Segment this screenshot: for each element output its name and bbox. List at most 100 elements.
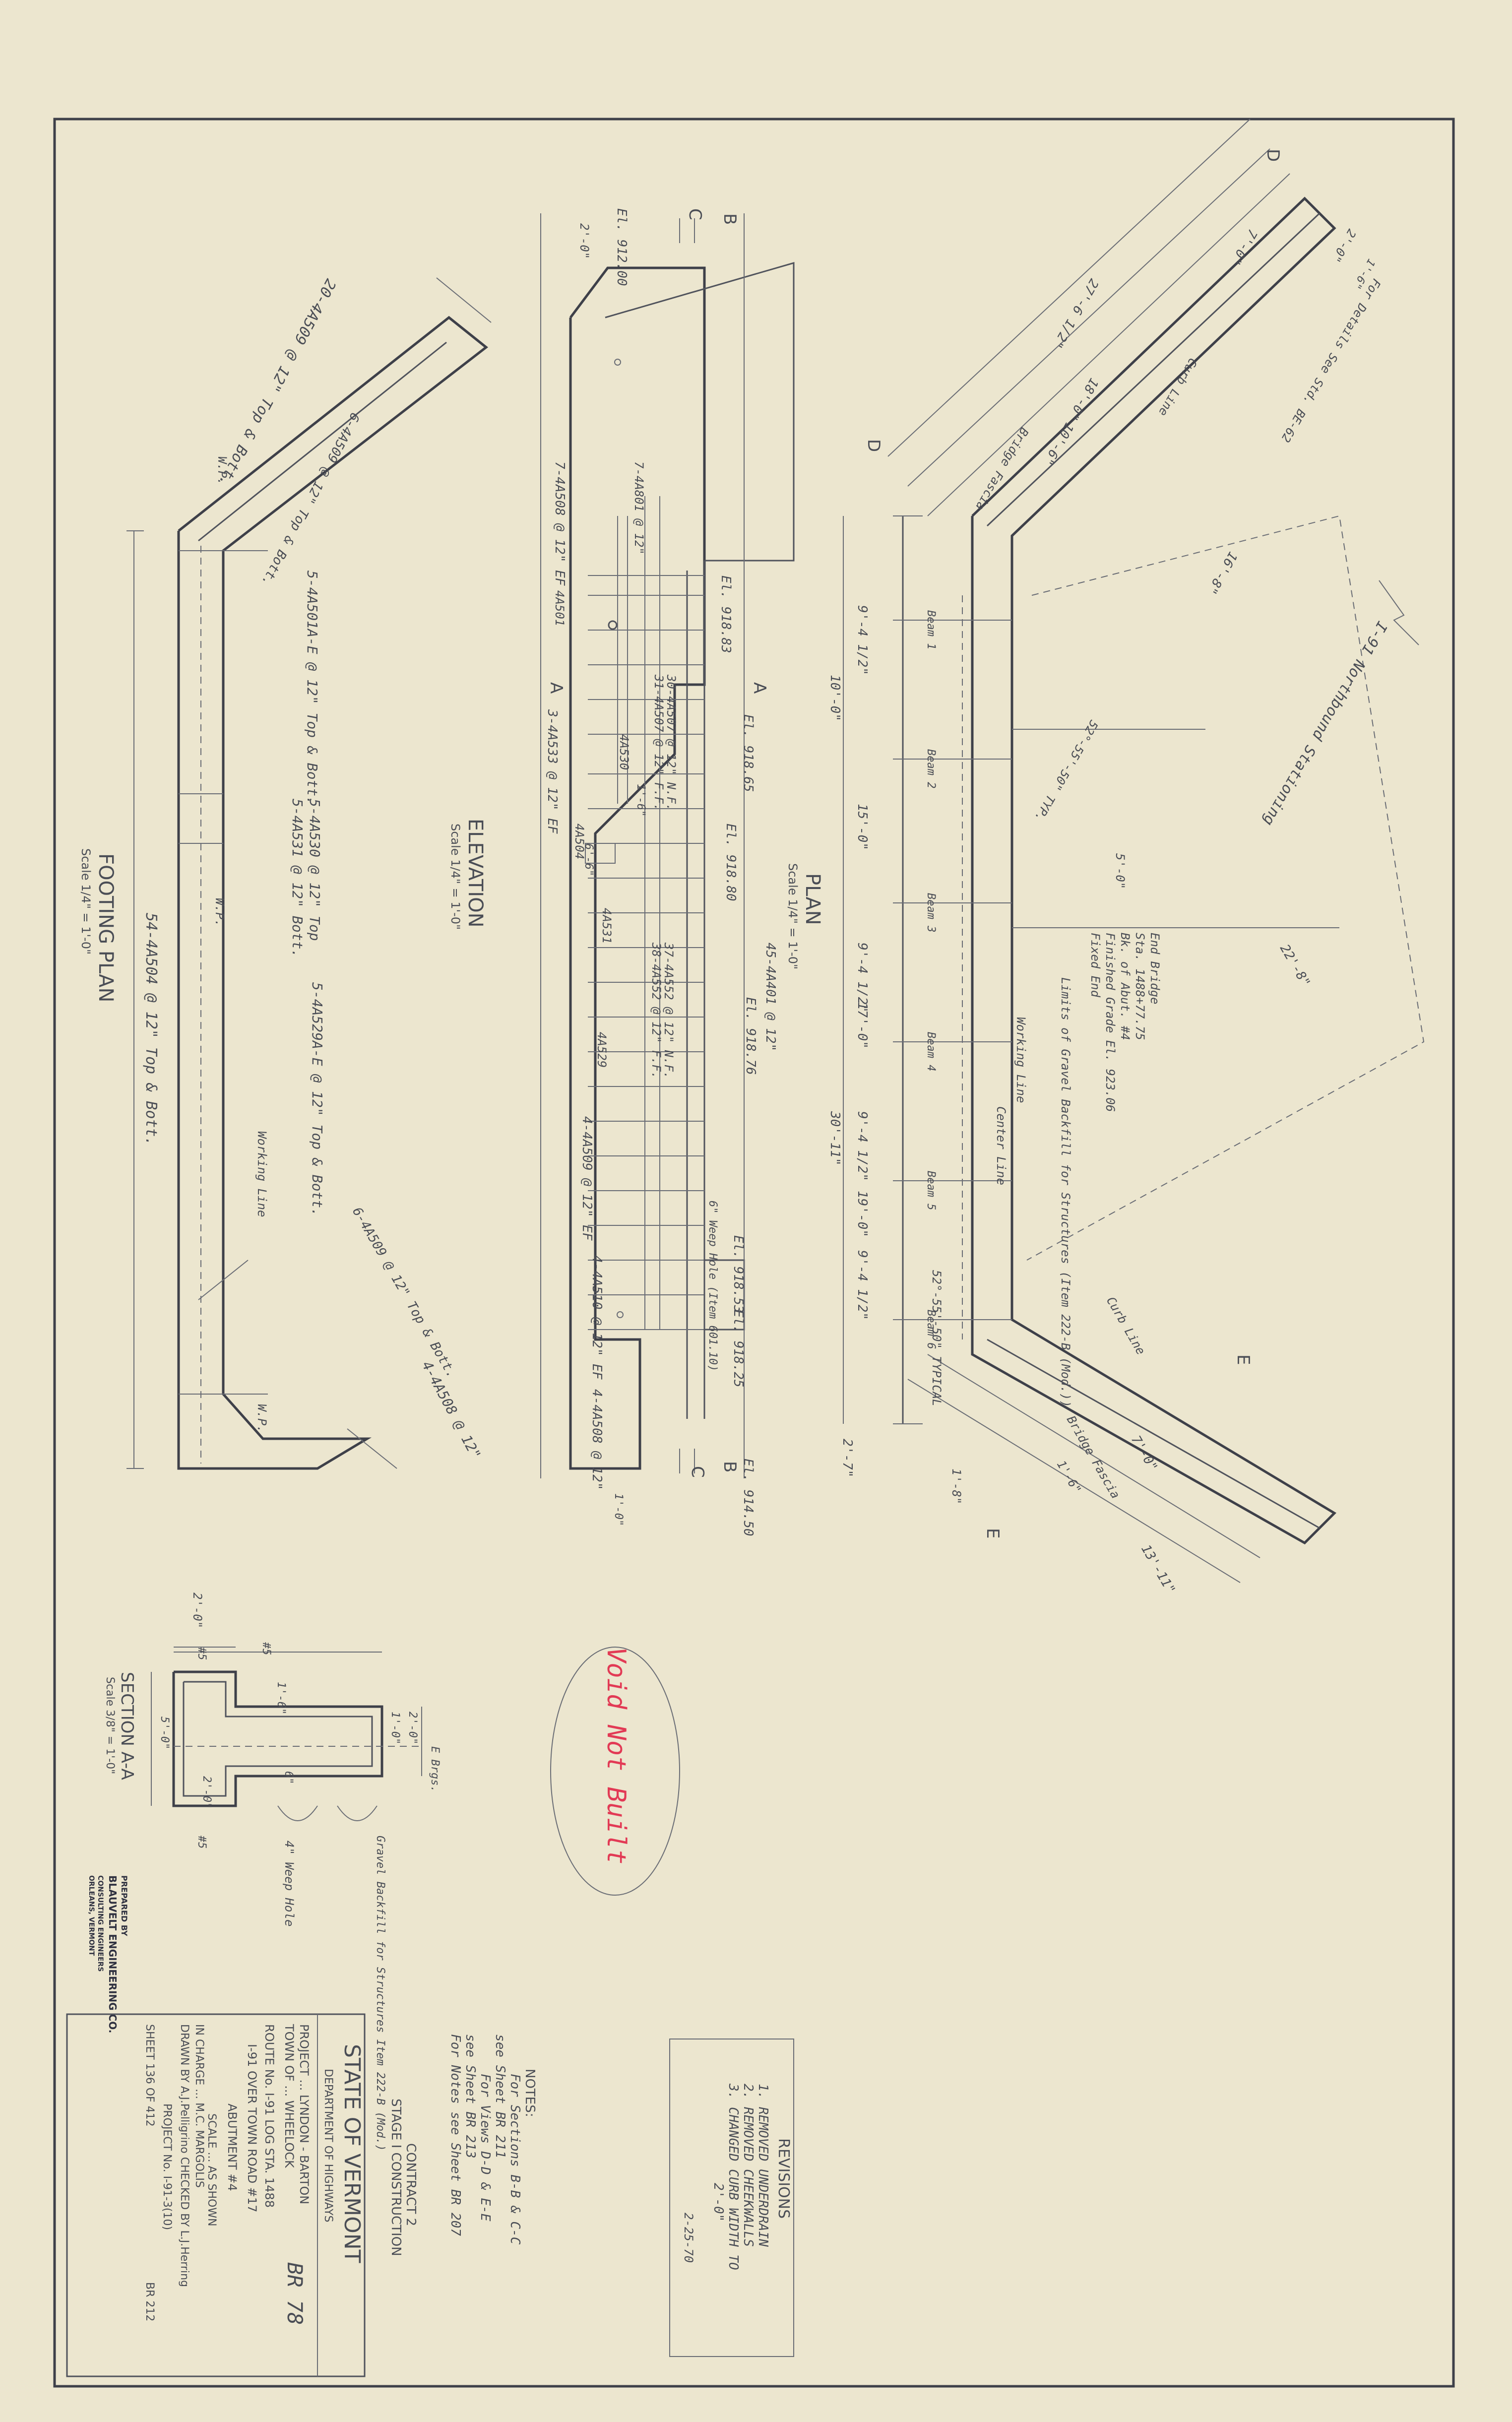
- notes-heading: NOTES:: [522, 2069, 537, 2117]
- section-mark-a: A: [750, 682, 769, 694]
- notes-block: NOTES: For Sections B-B & C-C see Sheet …: [448, 2034, 537, 2245]
- plan-dim: 10'-0": [827, 675, 842, 721]
- elevation-label: 31-4A507 @ 12" F.F.: [652, 674, 666, 811]
- section-mark-e: E: [983, 1528, 1003, 1538]
- town-line: TOWN OF ... WHEELOCK: [282, 2024, 296, 2168]
- route-line: ROUTE No. I-91 LOG STA. 1488: [262, 2024, 276, 2208]
- revision-item: 2. REMOVED CHEEKWALLS: [741, 2084, 756, 2247]
- elevation-label: El. 918.83: [718, 575, 733, 653]
- elevation-label: 4-4A508 @ 12": [589, 1389, 604, 1490]
- elevation-dim: 2'-0": [577, 223, 591, 259]
- plan-label: Bk. of Abut. #4: [1118, 933, 1132, 1040]
- bar-mark: #5: [260, 1642, 272, 1656]
- structure-line: ABUTMENT #4: [225, 2103, 239, 2191]
- bar-mark: #5: [195, 1835, 208, 1849]
- section-dim: 2'-0": [190, 1593, 204, 1628]
- plan-label: Fixed End: [1088, 933, 1102, 998]
- plan-label: Finished Grade El. 923.06: [1103, 933, 1117, 1112]
- elevation-label: El. 918.65: [741, 714, 756, 792]
- elevation-label: 38-4A552 @ 12" F.F.: [649, 942, 663, 1079]
- svg-text:PREPARED BY: PREPARED BY: [120, 1875, 129, 1936]
- section-mark-c: C: [685, 208, 705, 220]
- note-line: For Notes see Sheet BR 207: [448, 2034, 463, 2236]
- elevation-label: 6" Weep Hole (Item 601.10): [706, 1201, 719, 1371]
- plan-scale: Scale 1/4" = 1'-0": [786, 863, 800, 969]
- beam-label: Beam 1: [925, 610, 937, 649]
- title-block: STATE OF VERMONT DEPARTMENT OF HIGHWAYS …: [66, 2013, 366, 2377]
- plan-dim: 9'-4 1/2": [855, 943, 870, 1013]
- footing-label: 5-4A501A-E @ 12" Top & Bott.: [304, 571, 320, 805]
- section-mark-e: E: [1233, 1354, 1253, 1365]
- contract-label: CONTRACT 2: [403, 2143, 418, 2226]
- note-line: see Sheet BR 213: [463, 2034, 478, 2158]
- section-mark-a: A: [546, 682, 566, 694]
- crossing-line: I-91 OVER TOWN ROAD #17: [245, 2044, 259, 2212]
- elevation-dim: 1'-0": [612, 1493, 625, 1526]
- section-dim: 1'-0": [389, 1712, 401, 1744]
- elevation-label: 37-4A552 @ 12" N.F.: [662, 942, 676, 1079]
- bridge-number: BR 78: [283, 2262, 307, 2325]
- revision-item: 1. REMOVED UNDERDRAIN: [756, 2084, 770, 2247]
- working-line-label: Working Line: [255, 1131, 269, 1217]
- section-mark-b: B: [720, 213, 740, 225]
- drawn-line: DRAWN BY A.J.Pelligrino CHECKED BY L.J.H…: [178, 2024, 190, 2287]
- elevation-label: 4A530: [617, 734, 631, 770]
- beam-label: Beam 6: [925, 1310, 937, 1349]
- plan-label: End Bridge: [1148, 933, 1162, 1005]
- prepared-by-stamp: PREPARED BY BLAUVELT ENGINEERING CO. CON…: [87, 1875, 129, 2033]
- elevation-drawing: [540, 213, 795, 1478]
- elevation-label: 4-4A509 @ 12" EF: [579, 1116, 594, 1241]
- revisions-heading: REVISIONS: [775, 2138, 792, 2219]
- revision-item: 2'-0": [711, 2183, 726, 2222]
- void-not-built-stamp: Void Not Built: [601, 1647, 631, 1864]
- elevation-title: ELEVATION: [464, 819, 487, 928]
- elevation-label: El. 918.80: [723, 824, 738, 901]
- sheet-border: [53, 118, 1455, 2388]
- plan-label: Center Line: [994, 1106, 1008, 1185]
- project-number-line: PROJECT No. I-91-3(10): [161, 2103, 173, 2230]
- svg-text:BLAUVELT ENGINEERING CO.: BLAUVELT ENGINEERING CO.: [107, 1875, 119, 2033]
- bar-mark: #5: [195, 1647, 208, 1660]
- elevation-label: El. 914.50: [741, 1459, 756, 1536]
- elevation-label: 4A531: [600, 908, 614, 944]
- plan-dim: 1'-8": [949, 1468, 963, 1504]
- sheet-number-line: SHEET 136 OF 412: [143, 2024, 156, 2127]
- elevation-label: 45-4A401 @ 12": [763, 943, 778, 1051]
- section-dim: 5'-0": [158, 1717, 171, 1749]
- work-point-label: W.P.: [213, 898, 227, 927]
- elevation-label: El. 918.53: [731, 1235, 746, 1313]
- section-mark-c: C: [688, 1466, 707, 1478]
- elevation-label: 4A504: [572, 824, 586, 859]
- section-aa-scale: Scale 3/8" = 1'-0": [104, 1677, 116, 1774]
- plan-label: Limits of Gravel Backfill for Structures…: [1059, 977, 1072, 1407]
- revision-date: 2-25-70: [682, 2213, 695, 2263]
- section-aa-drawing: [151, 1647, 422, 1821]
- plan-dim: 9'-4 1/2": [855, 605, 870, 675]
- beam-label: Beam 5: [925, 1171, 937, 1210]
- note-line: For Sections B-B & C-C: [507, 2074, 522, 2245]
- plan-dim: 9'-4 1/2": [855, 1111, 870, 1181]
- scale-line: SCALE ... AS SHOWN: [205, 2113, 218, 2227]
- backfill-label: Gravel Backfill for Structures Item 222-…: [374, 1836, 386, 2151]
- plan-dim: 9'-4 1/2": [855, 1250, 870, 1320]
- void-stamp-circle: [550, 1647, 680, 1896]
- bearing-label: E Brgs.: [429, 1746, 441, 1792]
- section-dim: 2'-0": [200, 1776, 213, 1809]
- section-mark-b: B: [720, 1461, 740, 1472]
- footing-plan-drawing: [126, 277, 492, 1470]
- footing-label: 5-4A530 @ 12" Top: [307, 799, 323, 941]
- svg-text:ORLEANS, VERMONT: ORLEANS, VERMONT: [87, 1875, 95, 1956]
- elevation-label: 30-4A507 @ 12" N.F.: [664, 674, 678, 811]
- revisions-block: REVISIONS 1. REMOVED UNDERDRAIN 2. REMOV…: [669, 2039, 794, 2357]
- plan-dim: 5'-0": [1113, 853, 1127, 889]
- section-dim: 6": [282, 1771, 295, 1785]
- section-aa-title: SECTION A-A: [117, 1672, 137, 1780]
- work-point-label: W.P.: [255, 1404, 269, 1433]
- elevation-label: 7-4A801 @ 12": [632, 461, 646, 555]
- plan-label: Sta. 1488+77.75: [1133, 933, 1147, 1040]
- beam-label: Beam 3: [925, 893, 937, 932]
- plan-dim: 30'-11": [827, 1111, 842, 1166]
- in-charge-line: IN CHARGE ... M.C. MARGOLIS: [193, 2024, 205, 2188]
- footing-label: 5-4A531 @ 12" Bott.: [289, 799, 306, 957]
